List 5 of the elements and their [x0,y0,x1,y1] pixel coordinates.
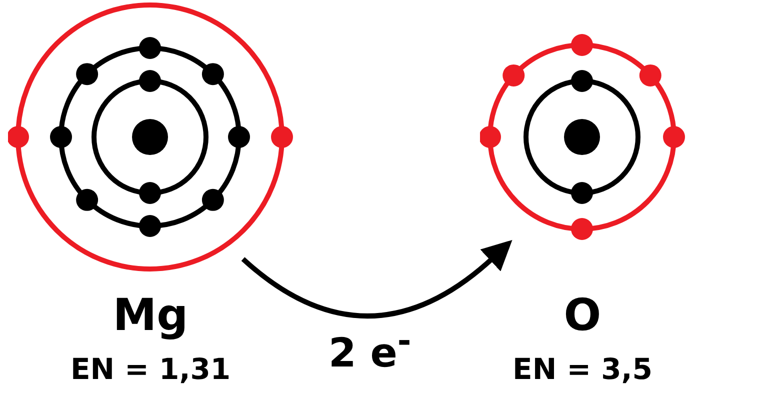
element-symbol: O [562,290,602,341]
electronegativity-value: EN = 3,5 [512,352,654,386]
electronegativity-value: EN = 1,31 [69,352,232,386]
element-symbol: Mg [112,290,190,341]
curved-arrow [241,240,513,318]
